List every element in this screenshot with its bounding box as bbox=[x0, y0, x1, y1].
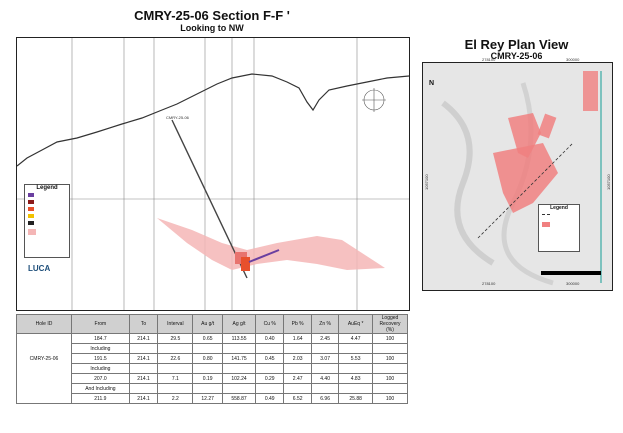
mineralized-zone bbox=[157, 218, 385, 270]
table-row: Including bbox=[16, 363, 408, 374]
col-to: To bbox=[128, 314, 159, 334]
high-grade-block bbox=[241, 257, 250, 271]
col-cu: Cu % bbox=[255, 314, 285, 334]
col-pb: Pb % bbox=[283, 314, 313, 334]
section-subtitle: Looking to NW bbox=[180, 23, 244, 33]
vein-line bbox=[248, 249, 280, 263]
table-row: 211.9 214.1 2.2 12.27 558.87 0.49 6.52 6… bbox=[16, 393, 408, 404]
col-ag: Ag g/t bbox=[221, 314, 257, 334]
plan-y-tick-left: 1057100 bbox=[424, 174, 429, 190]
topography-line bbox=[16, 73, 410, 167]
company-logo: LUCA bbox=[28, 264, 51, 273]
col-interval: Interval bbox=[157, 314, 194, 334]
plan-legend-title: Legend bbox=[550, 205, 568, 211]
compass-icon bbox=[362, 88, 386, 112]
plan-y-tick-right: 1057100 bbox=[606, 174, 611, 190]
section-legend-title: Legend bbox=[36, 185, 58, 191]
col-zn: Zn % bbox=[311, 314, 340, 334]
legend-swatch-purple bbox=[28, 193, 34, 197]
table-header-row: Hole ID From To Interval Au g/t Ag g/t C… bbox=[16, 314, 408, 334]
plan-legend-zone bbox=[542, 222, 550, 227]
drill-trace bbox=[171, 119, 248, 279]
drillhole-label: CMRY-25-06 bbox=[166, 115, 189, 120]
plan-map-panel bbox=[422, 62, 613, 291]
section-grid bbox=[17, 38, 409, 310]
col-from: From bbox=[71, 314, 130, 334]
plan-map-canvas bbox=[423, 63, 612, 290]
col-au: Au g/t bbox=[192, 314, 223, 334]
hole-id-cell: CMRY-25-06 bbox=[16, 353, 72, 364]
plan-x-tick-left: 278100 bbox=[482, 57, 496, 62]
plan-section-line bbox=[477, 142, 574, 239]
table-row: Including bbox=[16, 343, 408, 354]
legend-swatch-yellow bbox=[28, 214, 34, 218]
legend-swatch-black bbox=[28, 221, 34, 225]
col-hole-id: Hole ID bbox=[16, 314, 72, 334]
legend-swatch-orange bbox=[28, 207, 34, 211]
plan-x-tick-right: 300000 bbox=[566, 57, 580, 62]
cross-section-panel bbox=[16, 37, 410, 311]
plan-x-tick-left-bottom: 278100 bbox=[482, 281, 496, 286]
legend-swatch-darkred bbox=[28, 200, 34, 204]
legend-swatch-zone bbox=[28, 229, 36, 235]
col-aueq: AuEq * bbox=[338, 314, 373, 334]
col-recovery: Logged Recovery (%) bbox=[372, 314, 408, 334]
plan-legend-line bbox=[542, 214, 550, 219]
table-row: 184.7 214.1 29.5 0.65 113.55 0.40 1.64 2… bbox=[16, 333, 408, 344]
table-row: And Including bbox=[16, 383, 408, 394]
table-row: CMRY-25-06 191.5 214.1 22.6 0.80 141.75 … bbox=[16, 353, 408, 364]
section-title: CMRY-25-06 Section F-F ' bbox=[134, 8, 290, 23]
cross-section-canvas bbox=[16, 38, 410, 310]
plan-scale-bar bbox=[541, 271, 601, 275]
plan-subtitle: CMRY-25-06 bbox=[490, 51, 543, 61]
plan-title: El Rey Plan View bbox=[464, 37, 569, 52]
plan-zone-main bbox=[493, 143, 558, 213]
section-legend: Legend bbox=[24, 184, 70, 258]
plan-legend: Legend bbox=[538, 204, 580, 252]
north-arrow-icon: N bbox=[429, 80, 435, 87]
assay-results-table: Hole ID From To Interval Au g/t Ag g/t C… bbox=[16, 314, 408, 404]
plan-x-tick-right-bottom: 300000 bbox=[566, 281, 580, 286]
table-row: 207.0 214.1 7.1 0.19 102.24 0.29 2.47 4.… bbox=[16, 373, 408, 384]
